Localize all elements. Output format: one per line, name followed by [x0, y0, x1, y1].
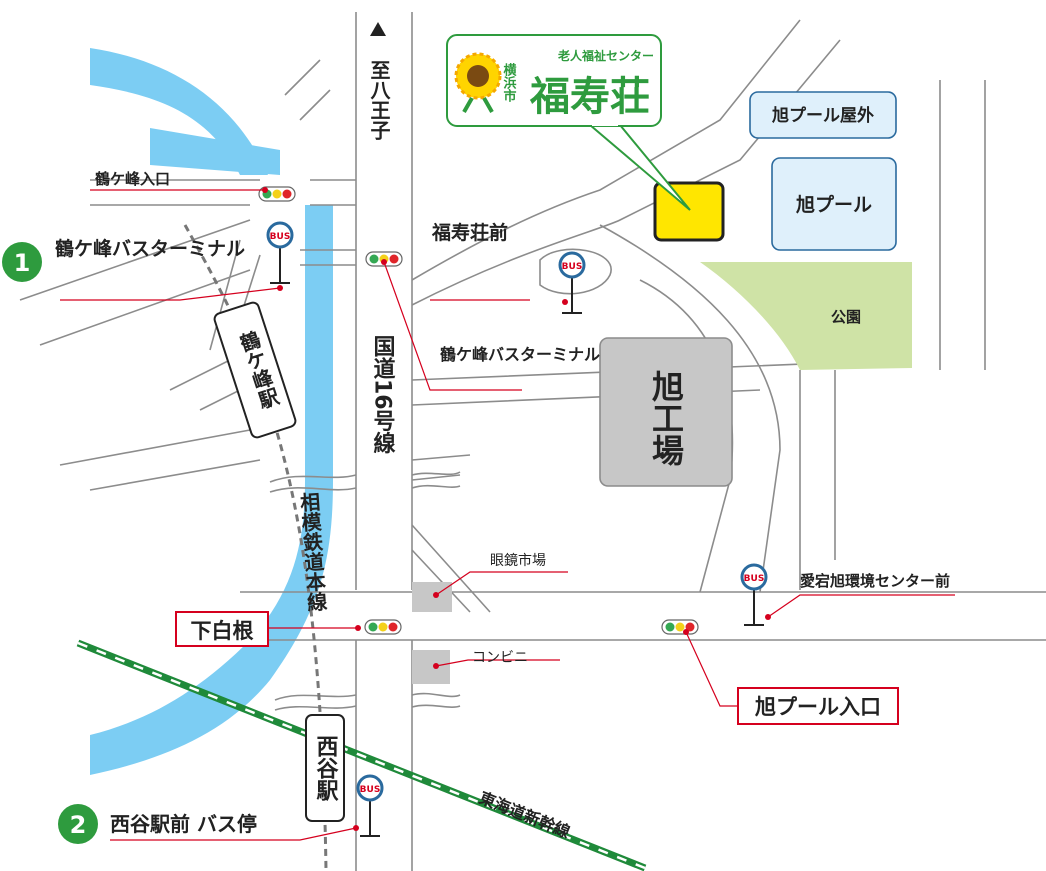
tsurugamine-bus-terminal-label: 鶴ケ峰バスターミナル: [440, 345, 600, 364]
tsurugamine-station[interactable]: [213, 301, 297, 439]
route16-label: 国道16号線: [370, 335, 396, 454]
shinkansen-label: 東海道新幹線: [477, 788, 573, 842]
shimoshirane-label: 下白根: [191, 619, 254, 643]
pool-label: 旭プール: [795, 193, 872, 216]
asahi-pool-iriguchi-label: 旭プール入口: [754, 695, 881, 719]
shimoshirane-box: [175, 611, 269, 647]
to-hachioji-label: 至八王子: [367, 60, 391, 140]
sunflower-icon: [454, 52, 502, 113]
logo-city: 横浜市: [501, 62, 517, 103]
route-1-marker: 1: [2, 242, 42, 282]
konbini-box[interactable]: [412, 650, 450, 684]
pool-outdoor-box[interactable]: [749, 91, 897, 139]
svg-text:1: 1: [14, 249, 31, 277]
triangle-up-icon: [370, 22, 386, 36]
sotetsu-track: [183, 224, 328, 871]
bus-stop-icon[interactable]: [740, 563, 768, 627]
route-2-label: 西谷駅前 バス停: [110, 812, 257, 836]
svg-text:2: 2: [70, 811, 87, 839]
megane-label: 眼鏡市場: [490, 552, 546, 569]
leader-dots: [262, 187, 771, 831]
bus-stop-icon[interactable]: [356, 774, 384, 838]
aitaku-center-mae-label: 愛宕旭環境センター前: [800, 572, 950, 590]
route-2-marker: 2: [58, 804, 98, 844]
leader-lines: [60, 189, 955, 841]
konbini-label: コンビニ: [472, 650, 528, 666]
fukujuso-mae-label: 福寿荘前: [431, 221, 508, 244]
fukujuso-building[interactable]: [653, 181, 725, 242]
roads: [19, 12, 1046, 871]
nishiya-station[interactable]: [305, 714, 345, 822]
logo-callout: [446, 34, 662, 127]
asahi-pool-iriguchi-box: [737, 687, 899, 725]
pool-box[interactable]: [771, 157, 897, 251]
nishiya-station-label: 西谷駅: [313, 735, 339, 802]
route-1-label: 鶴ケ峰バスターミナル: [55, 237, 245, 260]
megane-shop-box[interactable]: [412, 582, 452, 612]
traffic-signal-icon: [364, 619, 402, 635]
bus-stop-icon[interactable]: [266, 221, 294, 285]
pool-outdoor-label: 旭プール屋外: [771, 105, 874, 126]
logo-callout-pointer: [587, 124, 691, 211]
park-area: [700, 262, 912, 370]
factory-building[interactable]: [599, 337, 733, 487]
tsurugamine-iriguchi-label: 鶴ケ峰入口: [95, 170, 170, 188]
logo-tagline: 老人福祉センター: [558, 48, 654, 63]
park-label: 公園: [831, 308, 861, 326]
river: [90, 48, 333, 775]
logo-name: 福寿荘: [529, 74, 650, 120]
traffic-signal-icon: [661, 619, 699, 635]
factory-label: 旭工場: [647, 370, 685, 467]
shinkansen-track: [76, 639, 647, 871]
